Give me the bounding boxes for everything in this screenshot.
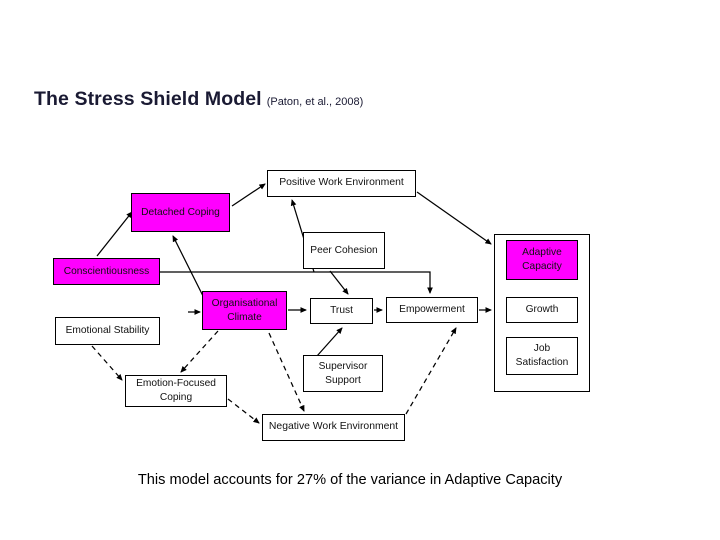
node-job-satisfaction[interactable]: Job Satisfaction bbox=[506, 337, 578, 375]
model-variance-caption: This model accounts for 27% of the varia… bbox=[137, 472, 563, 488]
node-adaptive-capacity[interactable]: Adaptive Capacity bbox=[506, 240, 578, 280]
node-label: Supervisor Support bbox=[318, 360, 368, 386]
node-organisational-climate[interactable]: Organisational Climate bbox=[202, 291, 287, 330]
edge-org-climate-negative-work-env bbox=[268, 332, 305, 412]
node-label: Adaptive Capacity bbox=[522, 247, 562, 272]
edge-detached-coping-positive-work-env bbox=[231, 183, 266, 207]
node-label: Negative Work Environment bbox=[268, 421, 399, 433]
node-empowerment[interactable]: Empowerment bbox=[386, 297, 478, 323]
node-detached-coping[interactable]: Detached Coping bbox=[131, 193, 230, 232]
node-growth[interactable]: Growth bbox=[506, 297, 578, 323]
node-label: Trust bbox=[330, 305, 353, 317]
node-label: Empowerment bbox=[399, 304, 465, 316]
node-label: Positive Work Environment bbox=[279, 177, 404, 189]
slide-title-block: The Stress Shield Model (Paton, et al., 2… bbox=[34, 88, 363, 111]
node-positive-work-environment[interactable]: Positive Work Environment bbox=[267, 170, 416, 197]
edge-peer-cohesion-trust bbox=[329, 270, 349, 295]
node-label: Emotion-Focused Coping bbox=[136, 378, 216, 403]
node-label: Detached Coping bbox=[141, 206, 220, 218]
node-label: Conscientiousness bbox=[63, 265, 150, 277]
node-label: Emotional Stability bbox=[65, 325, 150, 337]
edge-emotion-coping-negative-work-env bbox=[227, 398, 260, 424]
node-supervisor-support[interactable]: Supervisor Support bbox=[303, 355, 383, 392]
edge-conscientiousness-empowerment bbox=[160, 271, 433, 294]
edge-negative-work-env-empowerment bbox=[405, 327, 457, 415]
node-negative-work-environment[interactable]: Negative Work Environment bbox=[262, 414, 405, 441]
edge-org-climate-emotion-coping bbox=[180, 330, 219, 373]
edge-conscientiousness-detached-coping bbox=[96, 211, 133, 257]
title-citation: (Paton, et al., 2008) bbox=[266, 96, 364, 108]
node-label: Peer Cohesion bbox=[310, 244, 378, 256]
node-conscientiousness[interactable]: Conscientiousness bbox=[53, 258, 160, 285]
node-peer-cohesion[interactable]: Peer Cohesion bbox=[303, 232, 385, 269]
node-label: Growth bbox=[525, 304, 559, 316]
edge-supervisor-support-trust bbox=[316, 327, 343, 357]
node-emotion-focused-coping[interactable]: Emotion-Focused Coping bbox=[125, 375, 227, 407]
edge-emotional-stability-emotion-coping bbox=[91, 345, 123, 381]
page-title: The Stress Shield Model bbox=[34, 88, 262, 110]
node-label: Job Satisfaction bbox=[515, 343, 569, 368]
edge-positive-work-env-adaptive-capacity bbox=[416, 191, 492, 245]
node-label: Organisational Climate bbox=[211, 297, 278, 323]
node-emotional-stability[interactable]: Emotional Stability bbox=[55, 317, 160, 345]
node-trust[interactable]: Trust bbox=[310, 298, 373, 324]
edge-org-climate-detached-coping bbox=[172, 235, 204, 297]
